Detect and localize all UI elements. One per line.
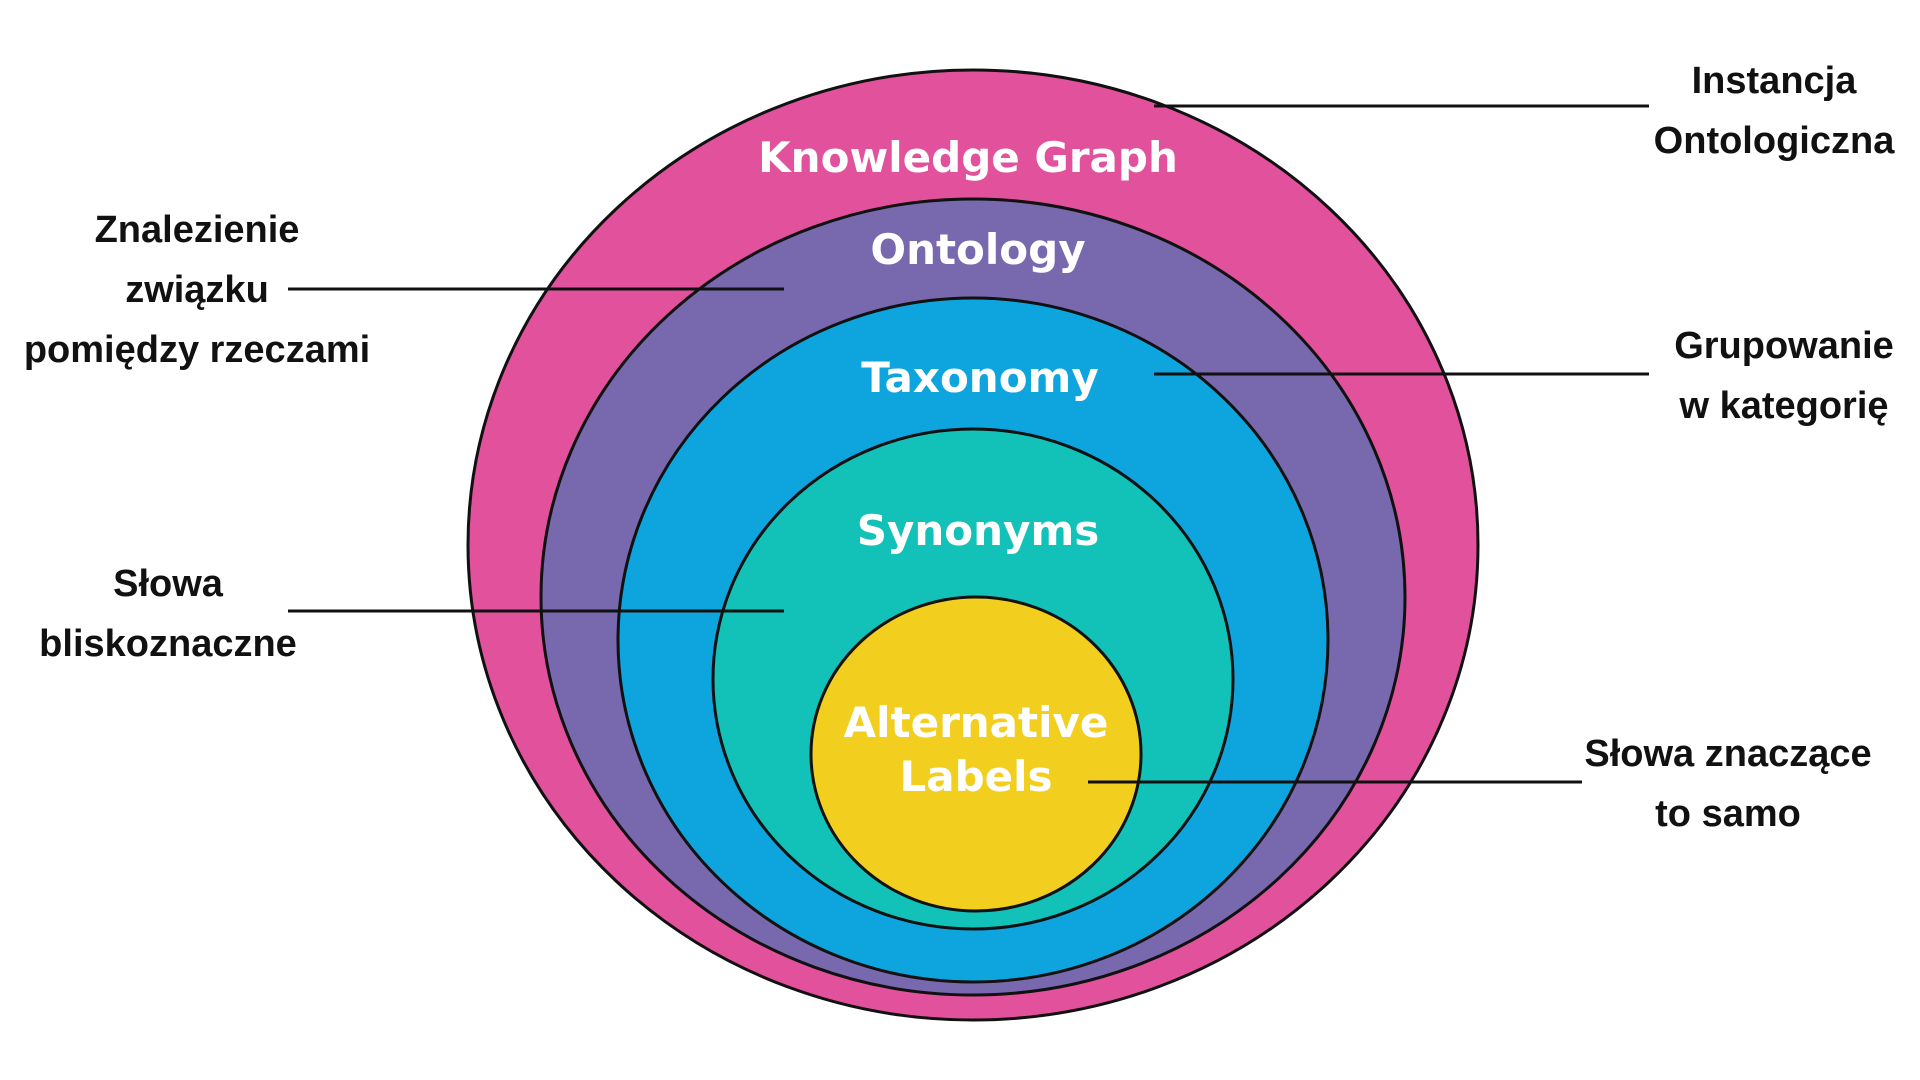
layer-labels-group: Knowledge GraphOntologyTaxonomySynonymsA… [758, 133, 1178, 801]
annotation-line: związku [125, 269, 269, 311]
annotation-line: Słowa [113, 563, 224, 605]
layer-label-knowledge-graph: Knowledge Graph [758, 133, 1178, 182]
annotation-grupowanie: Grupowanie w kategorię [1674, 325, 1894, 427]
layer-label-line: Ontology [870, 225, 1085, 274]
layer-label-line: Alternative [844, 698, 1109, 747]
rings-group [466, 68, 1480, 1022]
layer-label-line: Synonyms [857, 506, 1099, 555]
layer-label-synonyms: Synonyms [857, 506, 1099, 555]
annotation-line: w kategorię [1678, 385, 1888, 427]
annotation-line: Grupowanie [1674, 325, 1894, 367]
layer-label-line: Taxonomy [861, 353, 1098, 402]
layer-label-taxonomy: Taxonomy [861, 353, 1098, 402]
annotation-line: bliskoznaczne [39, 623, 297, 665]
ring-alternative-labels [809, 595, 1143, 913]
annotation-line: pomiędzy rzeczami [24, 329, 370, 371]
annotation-line: Słowa znaczące [1584, 733, 1871, 775]
annotation-znalezienie-zwiazku: Znalezienie związku pomiędzy rzeczami [24, 209, 370, 371]
annotation-line: to samo [1655, 793, 1801, 835]
layer-label-line: Knowledge Graph [758, 133, 1178, 182]
annotation-line: Instancja [1692, 60, 1858, 102]
layer-label-ontology: Ontology [870, 225, 1085, 274]
annotation-slowa-znaczace: Słowa znaczące to samo [1584, 733, 1871, 835]
annotation-slowa-bliskoznaczne: Słowa bliskoznaczne [39, 563, 297, 665]
leader-lines-group [288, 104, 1649, 784]
annotation-line: Ontologiczna [1654, 120, 1896, 162]
annotation-line: Znalezienie [95, 209, 300, 251]
layer-label-line: Labels [899, 752, 1052, 801]
